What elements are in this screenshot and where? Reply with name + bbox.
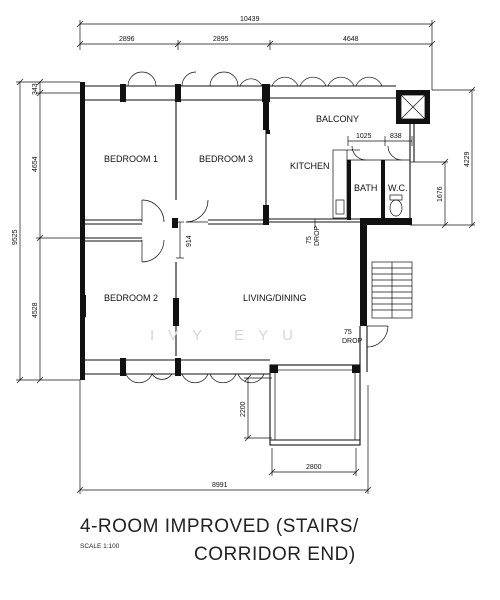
label-wc: W.C.: [388, 183, 408, 193]
dim-top-1: 2896: [119, 36, 135, 43]
doors: [141, 145, 403, 348]
label-bedroom-1: BEDROOM 1: [104, 154, 158, 164]
dim-right-upper: 4229: [464, 151, 471, 167]
window-arcs-bottom: [125, 373, 265, 384]
window-arcs-top: [127, 71, 383, 87]
dim-drop-2-word: DROP: [342, 338, 363, 345]
dim-wc-height: 1676: [437, 186, 444, 202]
plan-scale: SCALE 1:100: [80, 543, 120, 550]
staircase: [371, 261, 413, 319]
dim-left-total: 9525: [12, 229, 19, 245]
dim-top-2: 2895: [213, 36, 229, 43]
label-living-dining: LIVING/DINING: [243, 293, 307, 303]
dim-left-lower: 4528: [32, 302, 39, 318]
dim-drop-1-word: DROP: [314, 225, 321, 246]
label-bedroom-2: BEDROOM 2: [104, 293, 158, 303]
dim-bottom-width: 8991: [212, 482, 228, 489]
label-balcony: BALCONY: [316, 114, 359, 124]
bay-window: [269, 364, 361, 446]
walls: [80, 82, 430, 380]
dimension-lines: [16, 20, 476, 494]
label-kitchen: KITCHEN: [290, 161, 330, 171]
dim-left-upper: 4654: [32, 156, 39, 172]
fixtures: [266, 130, 410, 220]
plan-title-line-2: CORRIDOR END): [194, 544, 356, 565]
dim-bay-width: 2800: [306, 464, 322, 471]
dim-drop-2-num: 75: [344, 329, 352, 336]
dim-bath-width: 1025: [356, 133, 372, 140]
dim-wc-width: 838: [390, 133, 402, 140]
watermark: IVY EYU: [150, 327, 307, 344]
plan-title-line-1: 4-ROOM IMPROVED (STAIRS/: [80, 516, 359, 537]
dim-top-3: 4648: [343, 36, 359, 43]
label-bedroom-3: BEDROOM 3: [199, 154, 253, 164]
dim-left-top-small: 343: [32, 83, 39, 95]
dim-overall-width: 10439: [240, 16, 260, 23]
dim-drop-1-num: 75: [306, 236, 313, 244]
dim-bay-height: 2200: [240, 401, 247, 417]
dim-door-914: 914: [186, 235, 193, 247]
label-bath: BATH: [354, 183, 377, 193]
